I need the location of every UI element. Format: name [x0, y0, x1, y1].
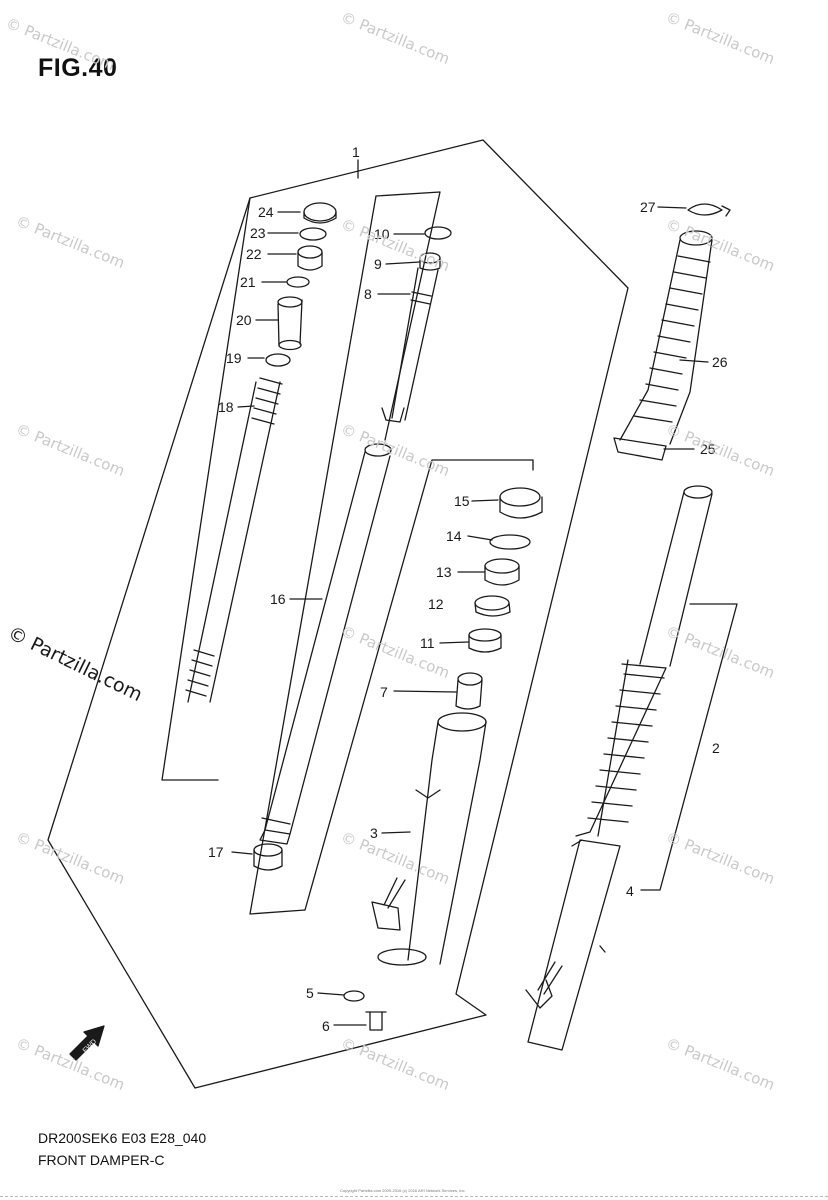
copyright-notice: Copyright Partzilla.com 2009-2016 (c) 20… — [340, 1188, 466, 1193]
callout-10: 10 — [374, 226, 390, 242]
callout-14: 14 — [446, 528, 462, 544]
part-27-clamp — [687, 203, 731, 217]
part-14-stopper-ring — [489, 534, 531, 550]
callout-12: 12 — [428, 596, 444, 612]
part-8-damper-rod — [391, 267, 439, 421]
callout-22: 22 — [246, 246, 262, 262]
part-11-bushing — [468, 628, 502, 642]
part-3-outer-tube — [371, 712, 487, 966]
callout-3: 3 — [370, 825, 378, 841]
part-23-ring — [299, 227, 327, 241]
part-15-oil-seal — [499, 487, 541, 507]
assembly-1-outline — [47, 139, 629, 1089]
figure-title: FIG.40 — [38, 54, 118, 82]
part-9-ring — [419, 257, 441, 271]
part-10-ring — [424, 226, 452, 240]
model-code: DR200SEK6 E03 E28_040 — [38, 1130, 207, 1146]
part-26-fork-boot — [613, 230, 713, 461]
part-16-inner-tube — [264, 451, 391, 835]
part-2-front-fork-assembly — [525, 485, 713, 1051]
callout-24: 24 — [258, 204, 274, 220]
callout-4: 4 — [626, 883, 634, 899]
callout-16: 16 — [270, 591, 286, 607]
callout-1: 1 — [352, 144, 360, 160]
callout-2: 2 — [712, 740, 720, 756]
callout-19: 19 — [226, 350, 242, 366]
callout-6: 6 — [322, 1018, 330, 1034]
inner-tube-frame — [375, 191, 441, 441]
diagram-name: FRONT DAMPER-C — [38, 1152, 165, 1168]
spring-kit-frame — [161, 197, 251, 781]
callout-11: 11 — [420, 635, 435, 651]
callout-13: 13 — [436, 564, 452, 580]
callout-15: 15 — [454, 493, 470, 509]
callout-26: 26 — [712, 354, 728, 370]
callout-25: 25 — [700, 441, 716, 457]
part-17-bushing — [253, 849, 283, 871]
callout-5: 5 — [306, 985, 314, 1001]
part-21-washer — [286, 276, 310, 288]
part-5-washer — [343, 990, 365, 1002]
part-20-spacer — [277, 299, 303, 347]
part-6-bolt — [365, 1011, 387, 1031]
callout-9: 9 — [374, 256, 382, 272]
part-13-seal-spacer — [484, 558, 520, 574]
callout-18: 18 — [218, 399, 234, 415]
part-24-cap — [303, 202, 337, 222]
callout-23: 23 — [250, 225, 266, 241]
callout-21: 21 — [240, 274, 256, 290]
callout-7: 7 — [380, 684, 388, 700]
callout-8: 8 — [364, 286, 372, 302]
part-12-washer — [474, 595, 510, 611]
page-divider — [0, 1196, 828, 1197]
part-18-spring — [185, 377, 283, 703]
callout-20: 20 — [236, 312, 252, 328]
callout-27: 27 — [640, 199, 656, 215]
part-19-washer — [265, 353, 291, 367]
part-22-plug — [297, 251, 323, 271]
callout-17: 17 — [208, 844, 224, 860]
fwd-arrow-icon — [69, 1025, 105, 1061]
part-7-oil-lock-piece — [455, 679, 483, 710]
